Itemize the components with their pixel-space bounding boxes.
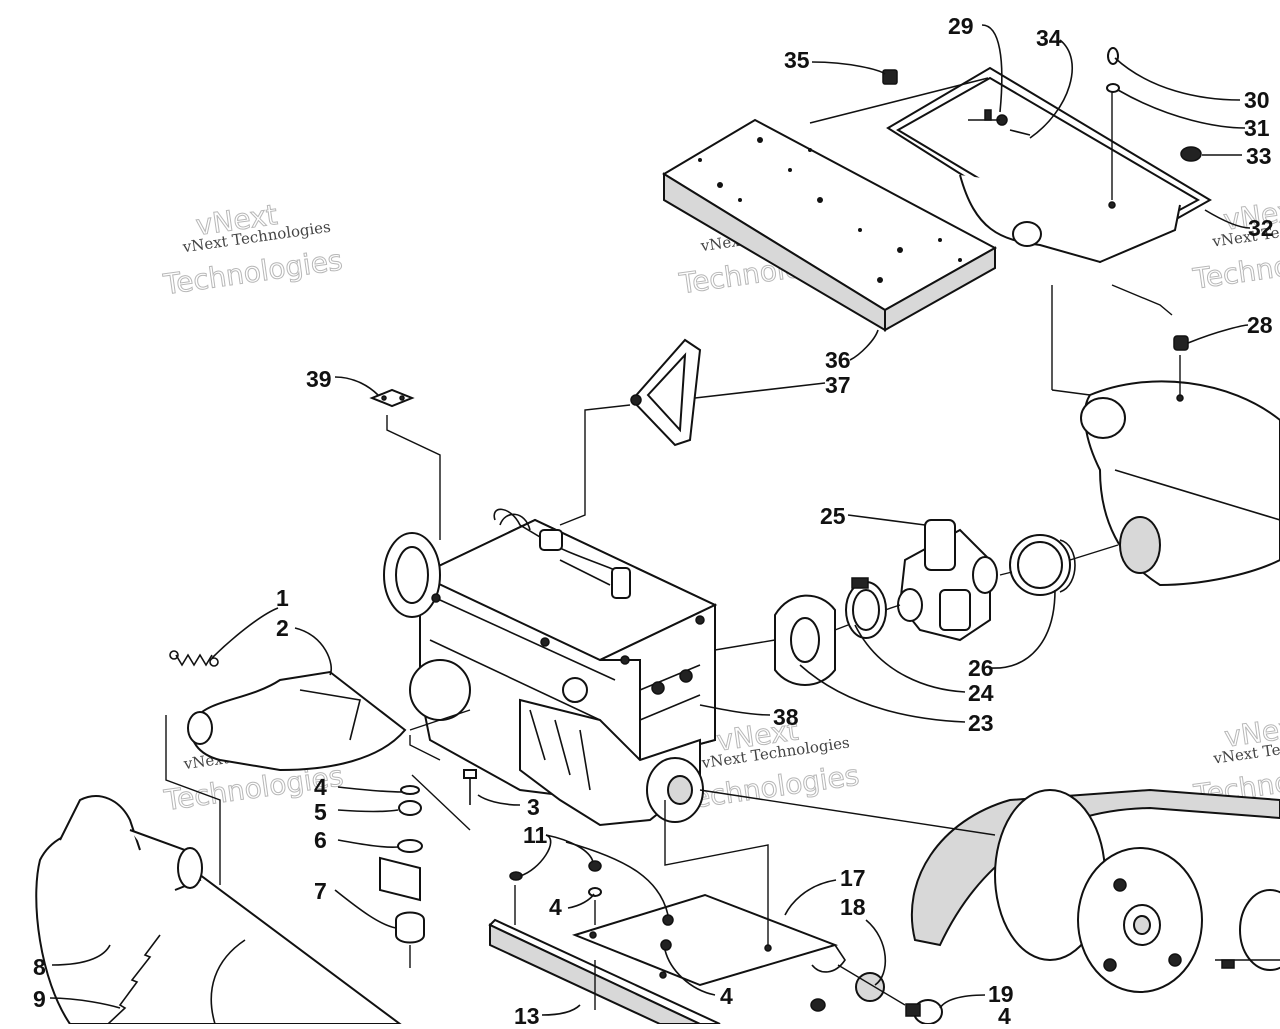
watermark-left: vNext vNext Technologies Technologies — [160, 198, 345, 302]
callout-32: 32 — [1248, 215, 1274, 241]
callout-5: 5 — [314, 799, 327, 825]
callout-4b: 4 — [549, 894, 562, 920]
callout-23: 23 — [968, 710, 994, 736]
spring-9 — [107, 934, 161, 1025]
air-silencer — [1080, 380, 1280, 587]
duct-37 — [630, 338, 702, 447]
exhaust-manifold-2 — [187, 670, 407, 772]
callout-25: 25 — [820, 503, 846, 529]
carburetor-25 — [897, 519, 998, 642]
clamp-24 — [845, 577, 887, 639]
airbox-tray — [886, 66, 1212, 264]
callout-30: 30 — [1244, 87, 1270, 113]
callout-6: 6 — [314, 827, 327, 853]
mount-hardware — [379, 769, 602, 944]
intake-boot-26 — [1009, 534, 1076, 596]
callout-18: 18 — [840, 894, 866, 920]
mount-18-19 — [810, 972, 943, 1025]
callout-17: 17 — [840, 865, 866, 891]
callout-11: 11 — [523, 822, 548, 848]
callout-37: 37 — [825, 372, 851, 398]
callout-labels: 1 2 3 4 4 4 4 5 6 7 8 9 11 13 17 18 19 2… — [33, 13, 1274, 1029]
callout-38: 38 — [773, 704, 799, 730]
callout-36: 36 — [825, 347, 851, 373]
callout-39: 39 — [306, 366, 332, 392]
callout-24: 24 — [968, 680, 994, 706]
callout-1: 1 — [276, 585, 289, 611]
hardware-28-35 — [882, 47, 1202, 351]
engine-assembly — [383, 508, 718, 827]
callout-4a: 4 — [314, 774, 327, 800]
leader-lines — [49, 24, 1251, 1016]
engine-plate-17 — [571, 893, 846, 987]
callout-2: 2 — [276, 615, 289, 641]
callout-19: 19 — [988, 981, 1014, 1007]
callout-28: 28 — [1247, 312, 1273, 338]
callout-31: 31 — [1244, 115, 1270, 141]
callout-35: 35 — [784, 47, 810, 73]
muffler-8 — [35, 795, 404, 1025]
intake-flange-23 — [774, 594, 836, 686]
callout-4c: 4 — [720, 983, 733, 1009]
callout-26: 26 — [968, 655, 994, 681]
callout-13: 13 — [514, 1003, 540, 1024]
alignment-lines — [165, 92, 1181, 1010]
air-filter-pad — [662, 118, 998, 332]
callout-8: 8 — [33, 954, 46, 980]
callout-34: 34 — [1036, 25, 1062, 51]
callout-33: 33 — [1246, 143, 1272, 169]
callout-9: 9 — [33, 986, 46, 1012]
callout-29: 29 — [948, 13, 974, 39]
spring-1 — [169, 650, 219, 667]
bracket-39 — [369, 388, 415, 408]
drive-clutch — [910, 788, 1280, 993]
callout-3: 3 — [527, 794, 540, 820]
callout-4d: 4 — [998, 1003, 1011, 1024]
callout-7: 7 — [314, 878, 327, 904]
